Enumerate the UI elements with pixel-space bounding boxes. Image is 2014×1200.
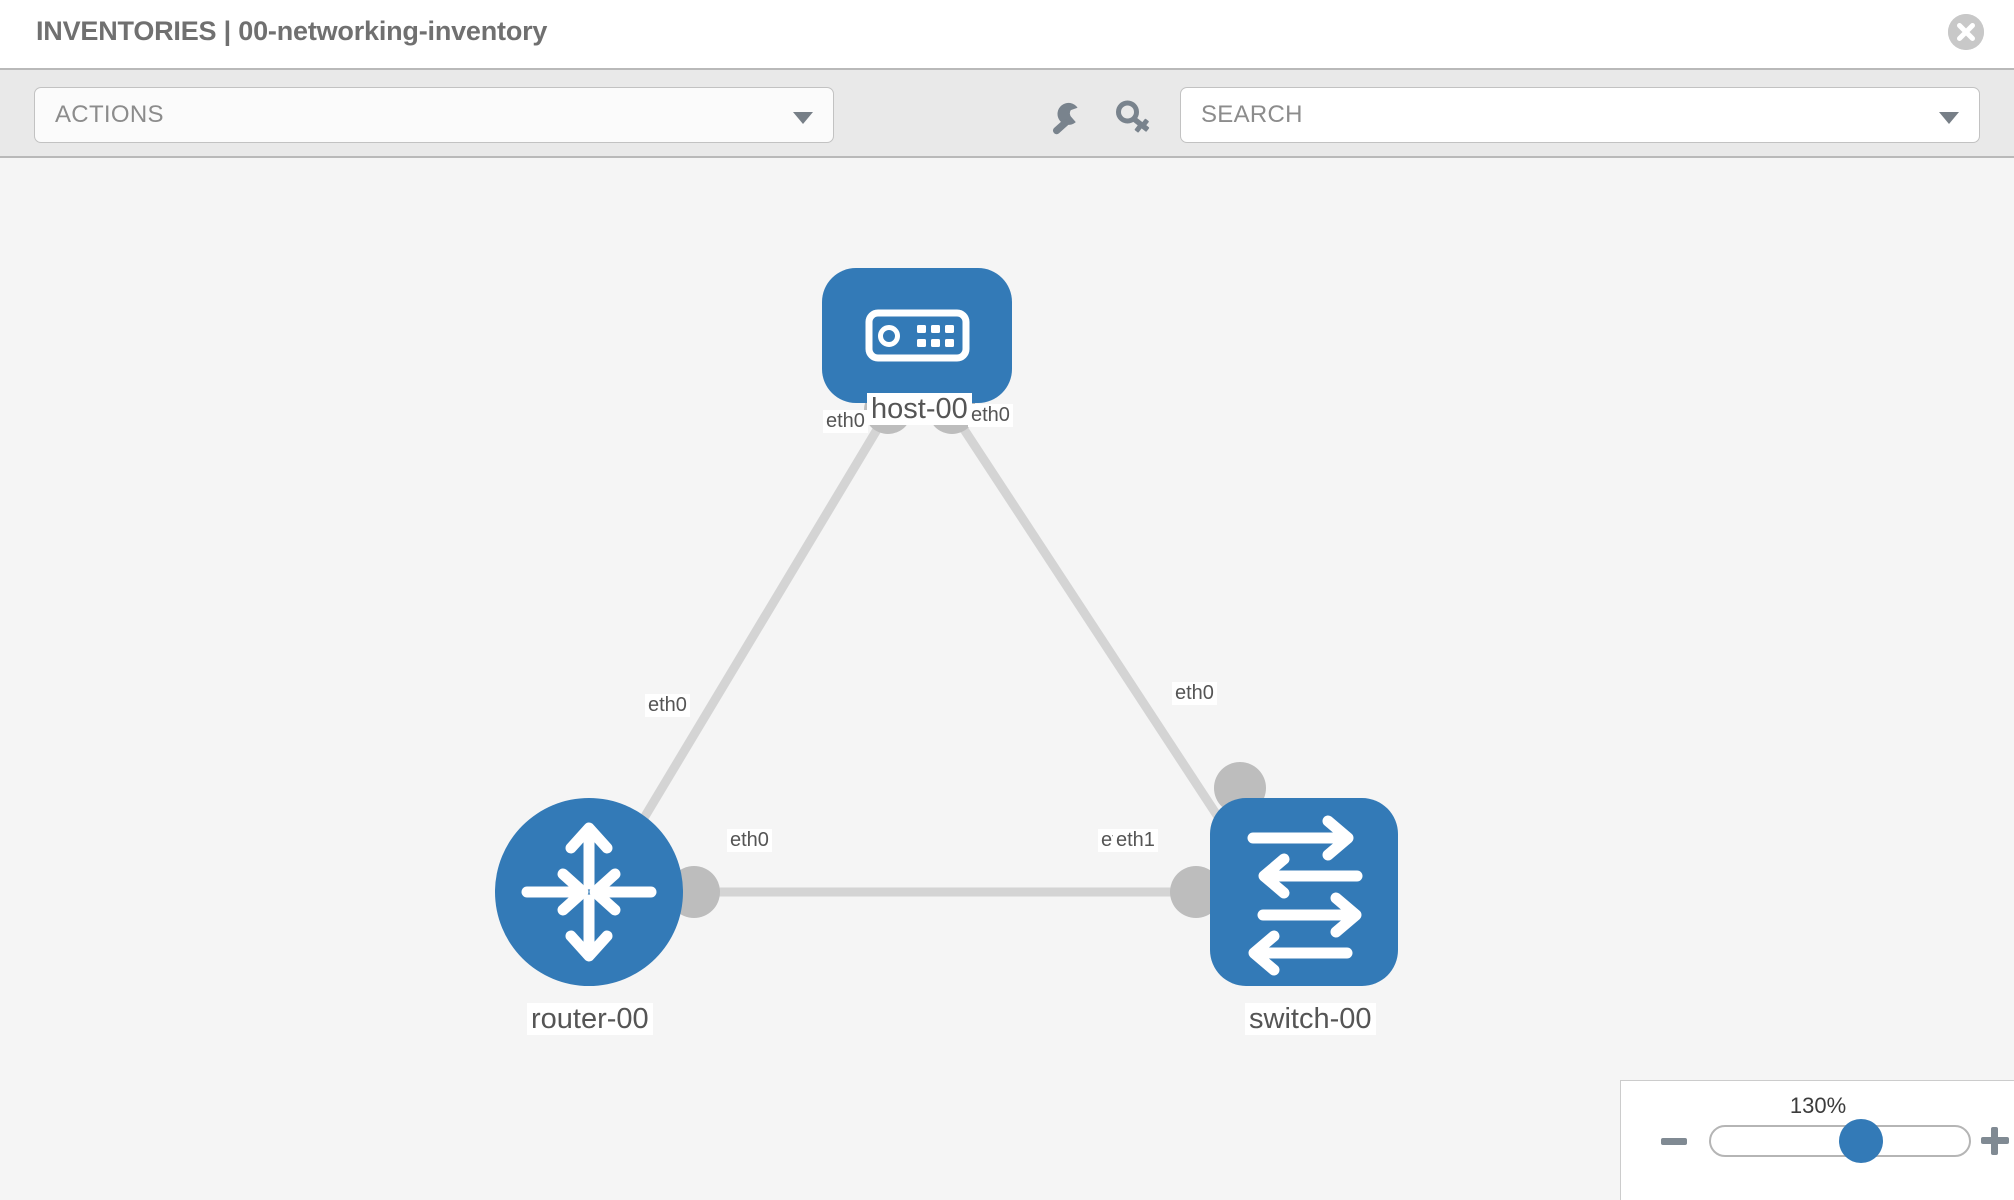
search-input[interactable]: SEARCH: [1180, 87, 1980, 143]
connector-switch-left[interactable]: [1170, 866, 1222, 918]
search-chevron-down-icon[interactable]: [1939, 112, 1959, 124]
node-router-00[interactable]: [495, 798, 683, 986]
router-arrows-icon: [521, 822, 657, 962]
link-host-switch[interactable]: [946, 405, 1249, 861]
iface-label-switch-up: eth0: [1172, 682, 1217, 705]
close-icon[interactable]: [1948, 14, 1984, 50]
toolbar: ACTIONS SEARCH: [0, 68, 2014, 158]
node-label-router-00: router-00: [527, 1003, 653, 1036]
page-title: INVENTORIES | 00-networking-inventory: [36, 16, 548, 46]
actions-dropdown[interactable]: ACTIONS: [34, 87, 834, 143]
iface-label-router-right: eth0: [727, 829, 772, 852]
search-placeholder: SEARCH: [1201, 101, 1303, 128]
chevron-down-icon: [793, 112, 813, 124]
node-label-host-00: host-00: [867, 393, 972, 426]
link-host-router[interactable]: [616, 405, 894, 861]
iface-label-switch-left: eth1: [1113, 829, 1158, 852]
zoom-control-panel: 130%: [1620, 1080, 2014, 1200]
zoom-slider-thumb[interactable]: [1838, 1119, 1883, 1163]
node-host-00[interactable]: [822, 268, 1012, 403]
iface-label-host-right: eth0: [968, 404, 1013, 427]
zoom-level-value: 130%: [1789, 1093, 1847, 1118]
wrench-icon[interactable]: [1046, 98, 1086, 138]
switch-arrows-icon: [1247, 815, 1363, 976]
zoom-out-button[interactable]: [1661, 1138, 1687, 1145]
topology-graph: [495, 268, 1398, 986]
node-label-switch-00: switch-00: [1245, 1003, 1376, 1036]
iface-label-router-up: eth0: [645, 694, 690, 717]
iface-label-host-left: eth0: [823, 410, 868, 433]
page-header: INVENTORIES | 00-networking-inventory: [0, 0, 2014, 68]
topology-canvas[interactable]: host-00 router-00 switch-00 eth0 eth0 et…: [0, 158, 2014, 1200]
actions-dropdown-label: ACTIONS: [55, 101, 164, 128]
server-icon: [865, 309, 970, 362]
key-icon[interactable]: [1114, 98, 1154, 138]
node-switch-00[interactable]: [1210, 798, 1398, 986]
zoom-in-button[interactable]: [1981, 1127, 2009, 1155]
